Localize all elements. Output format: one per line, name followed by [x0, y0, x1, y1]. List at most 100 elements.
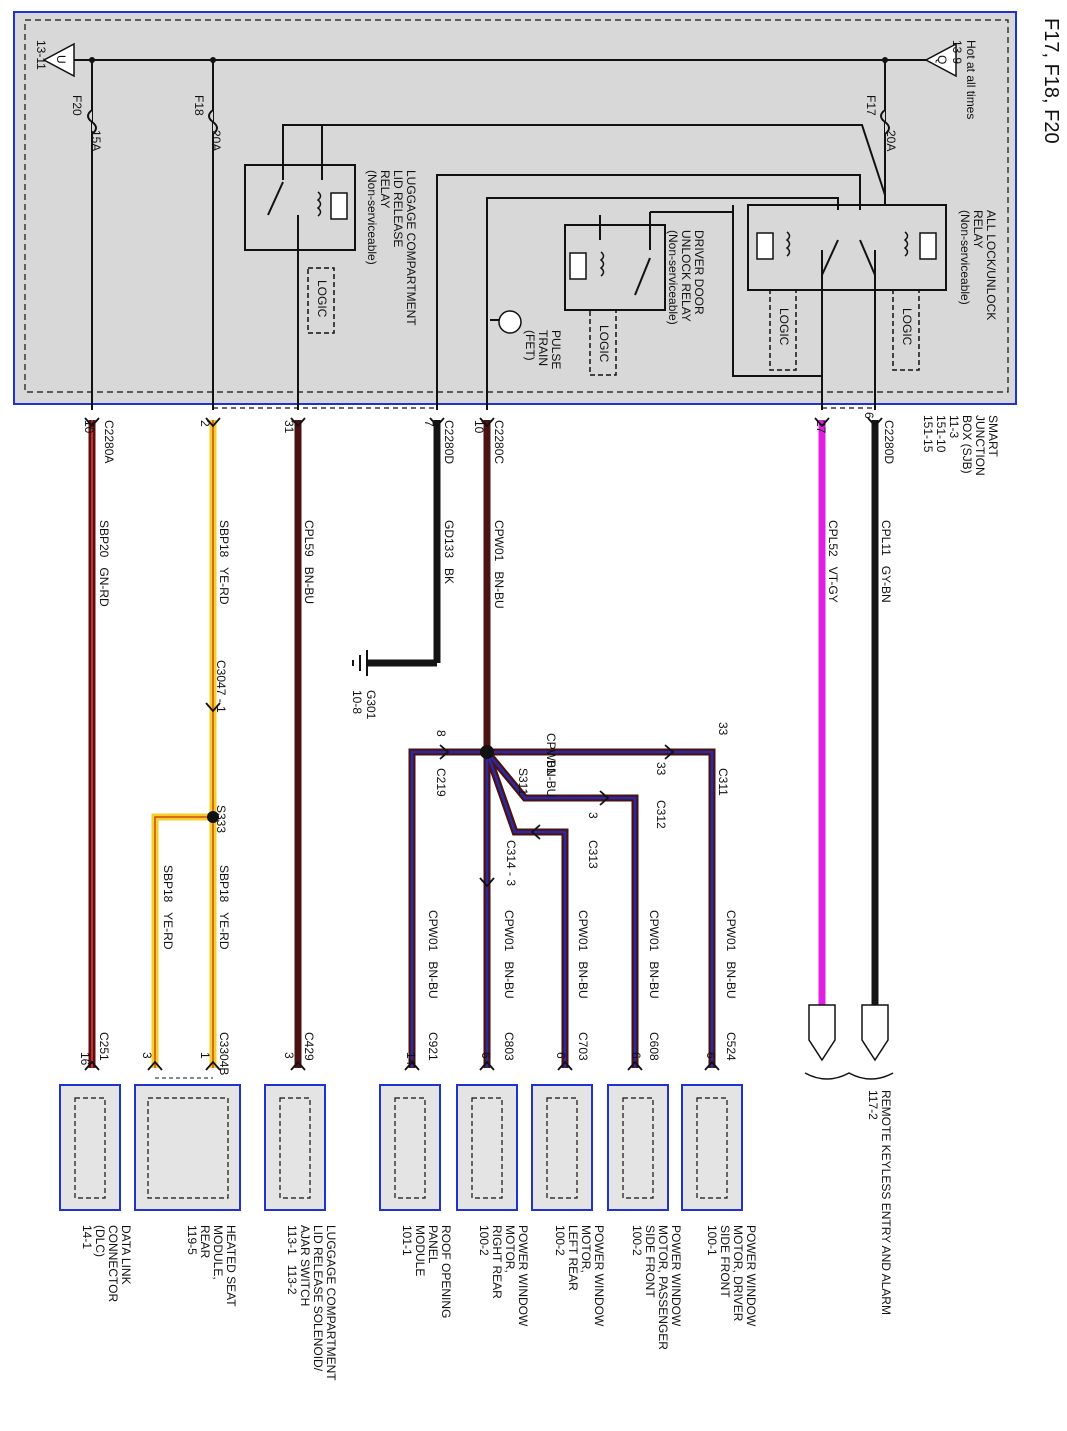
ref-13-9: 13-9 [950, 40, 964, 65]
wire-label-gd133: GD133 BK [442, 520, 456, 585]
pin-31: 31 [282, 420, 296, 434]
logic-box [892, 289, 920, 371]
connector-c2280a: C2280A [102, 420, 116, 464]
roof-panel-label: ROOF OPENING PANEL MODULE 101-1 [400, 1225, 453, 1319]
pin-3: 3 [586, 812, 600, 819]
smart-junction-box [13, 11, 1017, 405]
wire-label-cpw01-roof: CPW01 BN-BU [426, 910, 440, 999]
pin-33: 33 [716, 722, 730, 736]
relay-winding-icon [785, 231, 791, 257]
relay-switch-icon [267, 181, 284, 216]
pin-27: 27 [814, 420, 828, 434]
ref-13-11: 13-11 [34, 40, 48, 70]
hot-at-all-times-label: Hot at all times [964, 40, 978, 120]
node-u-symbol [42, 42, 75, 78]
connector-c2280c: C2280C [492, 420, 506, 465]
logic-box [307, 267, 335, 334]
wire-label-cpw01-left-rear: CPW01 BN-BU [576, 910, 590, 999]
pw-passenger-label: POWER WINDOW MOTOR, PASSENGER SIDE FRONT… [630, 1225, 683, 1350]
wire-label-cpw01-driver: CPW01 BN-BU [724, 910, 738, 999]
pin-3: 3 [140, 1052, 154, 1059]
relay-winding-icon [903, 231, 909, 257]
pin-6: 6 [862, 412, 876, 419]
luggage-solenoid-label: LUGGAGE COMPARTMENT LID RELEASE SOLENOID… [285, 1225, 338, 1381]
splice-s311-label: S311 [516, 768, 530, 796]
connector-c703: C703 [576, 1032, 590, 1061]
pw-left-rear-label: POWER WINDOW MOTOR, LEFT REAR 100-2 [553, 1225, 606, 1327]
splice-s333 [207, 811, 219, 823]
connector-c3047: C3047 - 1 [214, 660, 228, 713]
fuse-f18-name: F18 [192, 95, 206, 116]
rke-label: REMOTE KEYLESS ENTRY AND ALARM 117-2 [866, 1090, 893, 1315]
logic-box [769, 289, 797, 371]
pin-2: 2 [198, 420, 212, 427]
rke-connector-icon [861, 1004, 889, 1062]
logic-box [589, 309, 617, 376]
logic-label: LOGIC [597, 325, 611, 363]
pin-16: 16 [78, 1052, 92, 1066]
node-u-label: U [54, 55, 68, 64]
pin-7: 7 [422, 420, 436, 427]
cpw01-network [408, 420, 716, 1068]
f18-fuse-icon [208, 109, 218, 135]
relay-winding-icon [599, 251, 605, 277]
wire-label-sbp18-seat-b: SBP18 YE-RD [161, 865, 175, 950]
connector-c2280d: C2280D [442, 420, 456, 465]
pin-6: 6 [629, 1052, 643, 1059]
pin-33: 33 [654, 762, 668, 776]
component-boxes [59, 1077, 743, 1211]
sjb-inner-dashed [24, 19, 1009, 393]
logic-label: LOGIC [315, 280, 329, 318]
fuse-f20-rating: 15A [89, 130, 103, 152]
connector-c312: C312 [654, 800, 668, 829]
relay-switch-icon [634, 257, 651, 296]
pw-driver-label: POWER WINDOW MOTOR, DRIVER SIDE FRONT 10… [705, 1225, 758, 1327]
connector-c524: C524 [724, 1032, 738, 1061]
rke-bracket [804, 1072, 894, 1080]
rke-connector-icon [808, 1004, 836, 1062]
fuse-f17-rating: 20A [884, 130, 898, 152]
luggage-relay-label: LUGGAGE COMPARTMENT LID RELEASE RELAY (N… [365, 170, 418, 326]
pw-right-rear-label: POWER WINDOW MOTOR, RIGHT REAR 100-2 [477, 1225, 530, 1327]
dlc-label: DATA LINK CONNECTOR (DLC) 14-1 [80, 1225, 133, 1303]
relay-coil-icon [330, 192, 348, 220]
splice-s311 [480, 745, 494, 759]
connector-c921: C921 [426, 1032, 440, 1061]
connector-c219: C219 [434, 768, 448, 797]
pin-6: 6 [554, 1052, 568, 1059]
node-q-label: Q [935, 55, 949, 65]
connector-c3304b: C3304B [217, 1032, 231, 1076]
pin-10: 10 [472, 420, 486, 434]
wire-label-sbp18: SBP18 YE-RD [217, 520, 231, 605]
wire-label-cpl59: CPL59 BN-BU [302, 520, 316, 605]
wire-label-sbp18-seat: SBP18 YE-RD [217, 865, 231, 950]
connector-c314: C314 - 3 [504, 840, 518, 887]
connector-c429: C429 [302, 1032, 316, 1061]
fuse-f17-name: F17 [864, 95, 878, 116]
pin-14: 14 [404, 1052, 418, 1066]
relay-winding-icon [316, 191, 322, 217]
pin-3: 3 [282, 1052, 296, 1059]
pin-1: 1 [198, 1052, 212, 1059]
wire-label-cpw01-passenger: CPW01 BN-BU [647, 910, 661, 999]
wire-label-cpl11: CPL11 GY-BN [879, 520, 893, 603]
heated-seat-label: HEATED SEAT MODULE, REAR 119-5 [185, 1225, 238, 1307]
pulse-train-label: PULSE TRAIN (FET) [523, 330, 563, 370]
logic-label: LOGIC [900, 308, 914, 346]
wire-label-bnbu-top: BN-BU [544, 760, 558, 798]
sjb-internal-wiring [282, 124, 886, 410]
fuse-f20-name: F20 [70, 95, 84, 116]
wire-label-cpl52: CPL52 VT-GY [826, 520, 840, 603]
logic-label: LOGIC [777, 308, 791, 346]
relay-coil-icon [919, 232, 937, 260]
connector-c2280d: C2280D [882, 420, 896, 465]
all-lock-relay-box [747, 204, 947, 291]
pulse-train-fet-icon [498, 310, 522, 334]
pin-6: 6 [479, 1052, 493, 1059]
ground-g301-name: G301 [364, 690, 378, 720]
connector-c311: C311 [716, 768, 730, 796]
relay-coil-icon [756, 232, 774, 260]
relay-coil-icon [569, 252, 587, 280]
